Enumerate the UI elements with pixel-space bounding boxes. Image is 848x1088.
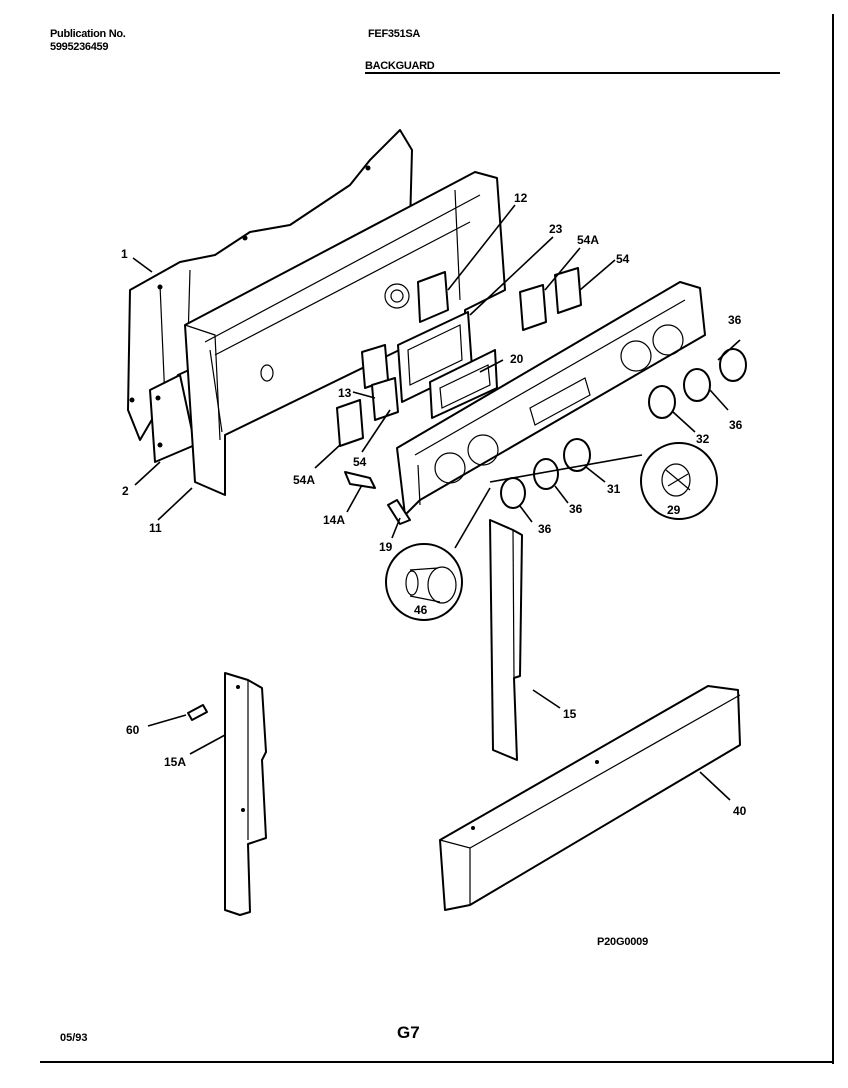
part-side-trim-15: [489, 519, 523, 761]
callout-label: 20: [510, 352, 524, 366]
callout-label: 31: [607, 482, 621, 496]
part-side-trim-15A: [224, 672, 267, 916]
callout-label: 12: [514, 191, 528, 205]
callout-label: 11: [149, 521, 162, 535]
leader-lines: [132, 204, 741, 801]
section-title: BACKGUARD: [365, 60, 435, 72]
callout-label: 36: [569, 502, 583, 516]
callout-label: 36: [538, 522, 552, 536]
part-display-20: [429, 349, 498, 419]
callout-label: 40: [733, 804, 747, 818]
detail-46: [385, 543, 463, 621]
page-border-right: [832, 14, 834, 1064]
callout-label: 36: [729, 418, 743, 432]
callout-label: 13: [338, 386, 352, 400]
header-rule: [365, 72, 780, 74]
callout-label: 2: [122, 484, 129, 498]
part-switches: [336, 267, 582, 447]
callout-label: 36: [728, 313, 742, 327]
part-screw-60: [187, 704, 208, 721]
publication-label: Publication No.: [50, 28, 126, 40]
part-backguard-housing: [184, 171, 506, 496]
callout-label: 60: [126, 723, 140, 737]
callout-label: 14A: [323, 513, 345, 527]
model-number: FEF351SA: [368, 28, 421, 40]
detail-29: [640, 442, 718, 520]
part-knobs: [500, 348, 747, 509]
callout-label: 32: [696, 432, 710, 446]
callout-label: 46: [414, 603, 428, 617]
drawing-code: P20G0009: [597, 936, 648, 948]
callout-label: 54A: [577, 233, 599, 247]
part-trim-bar-40: [439, 685, 741, 911]
callout-label: 15: [563, 707, 577, 721]
page-border-bottom: [40, 1061, 834, 1063]
part-control-panel-19: [387, 281, 706, 525]
callout-label: 54A: [293, 473, 315, 487]
callout-label: 23: [549, 222, 563, 236]
part-switch-12: [384, 271, 449, 323]
callout-labels: 1 2 11 12 23 54A 54 36 13 20 54A 54 14A …: [121, 191, 747, 818]
publication-number: 5995236459: [50, 41, 109, 53]
footer-page-code: G7: [397, 1023, 420, 1042]
callout-label: 1: [121, 247, 128, 261]
callout-label: 19: [379, 540, 393, 554]
part-lamp-14A: [344, 471, 376, 489]
footer-date: 05/93: [60, 1032, 88, 1044]
callout-label: 54: [353, 455, 367, 469]
callout-label: 15A: [164, 755, 186, 769]
callout-label: 29: [667, 503, 681, 517]
callout-label: 54: [616, 252, 630, 266]
